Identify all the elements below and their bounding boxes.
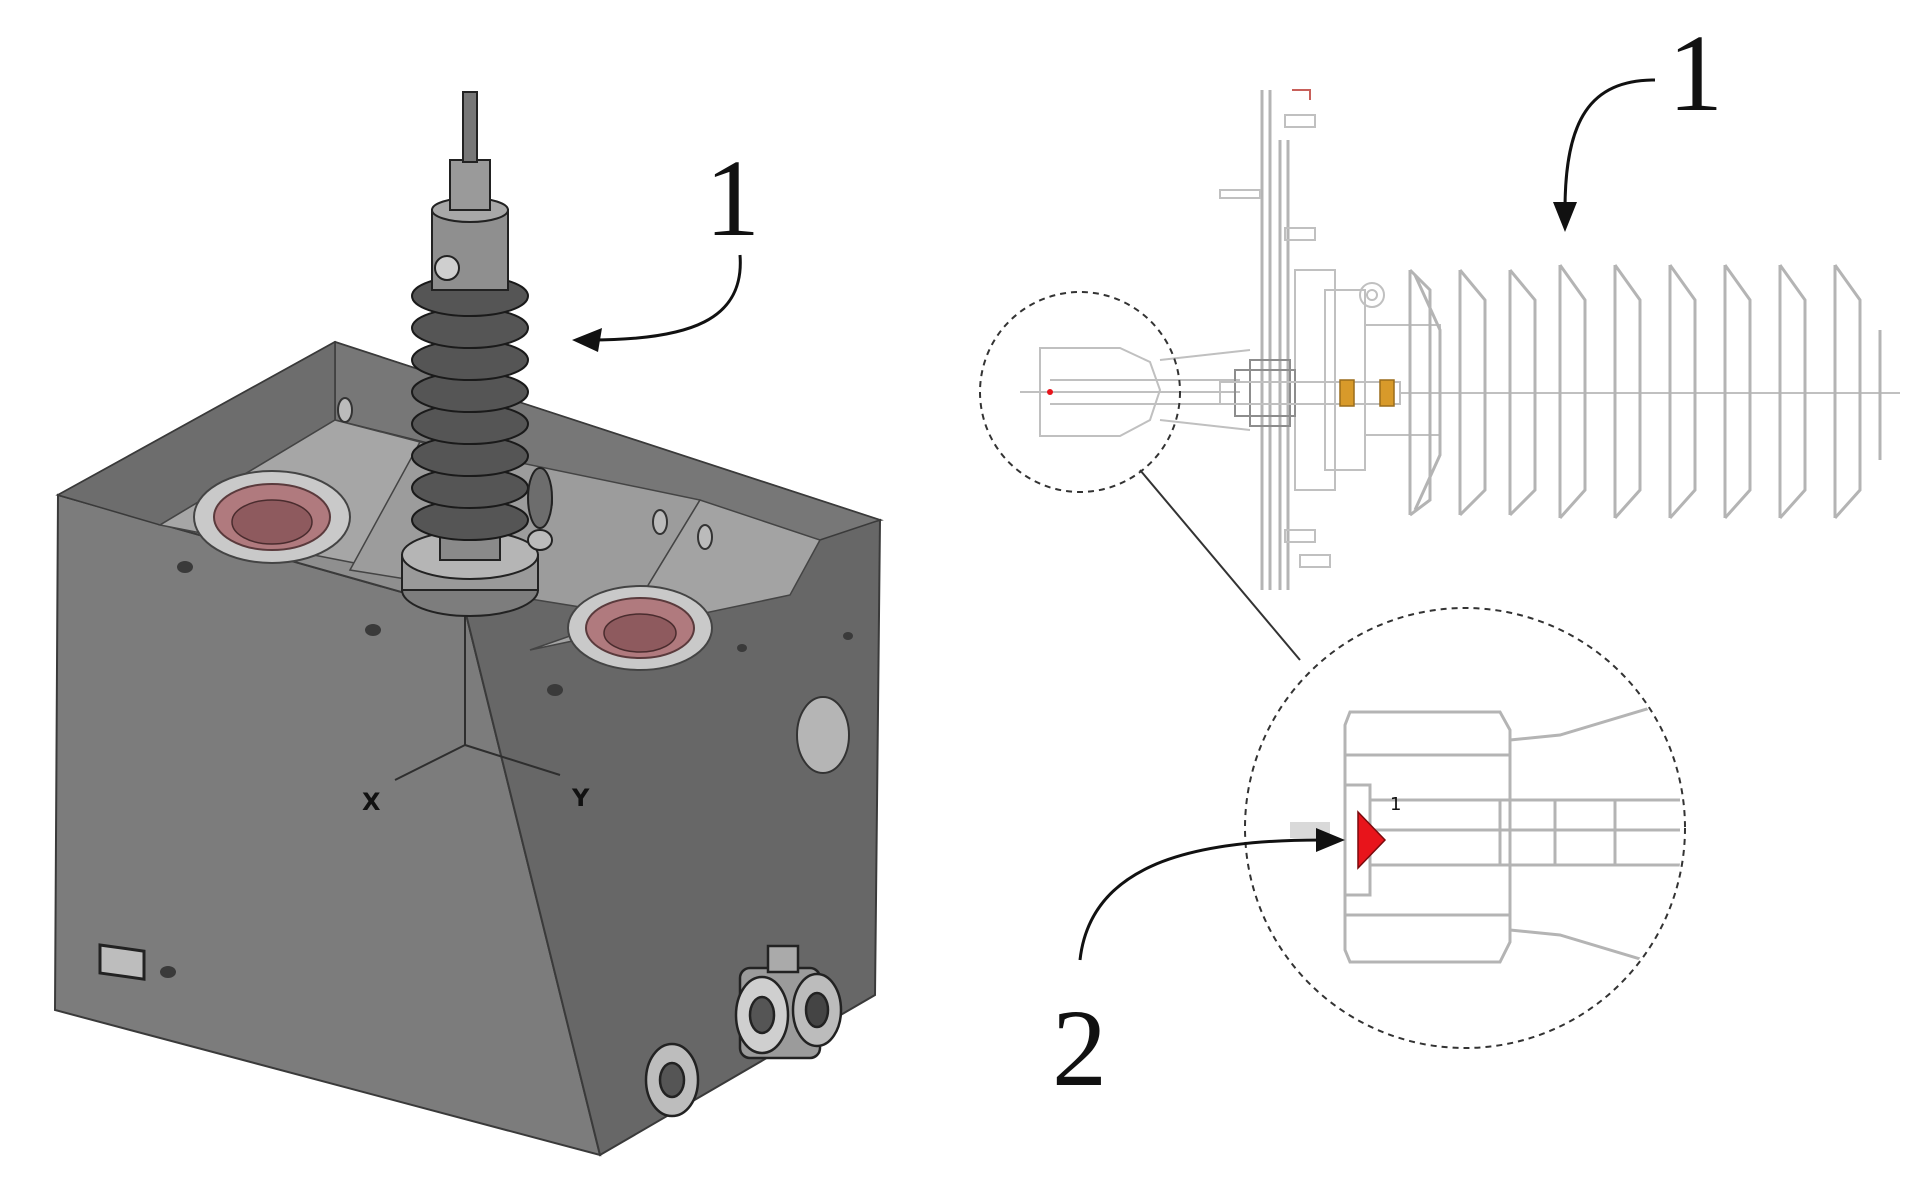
detail-circle-small xyxy=(979,291,1181,493)
bushing-center xyxy=(1219,282,1401,427)
sensor-housing xyxy=(1020,347,1251,437)
sample-valve xyxy=(644,1042,700,1118)
callout-arrowhead-right-1 xyxy=(1553,202,1577,232)
sensor-tag-label: 1 xyxy=(1390,794,1401,815)
nameplate xyxy=(98,943,146,981)
flange-right xyxy=(567,585,713,671)
callout-label-bushing: 1 xyxy=(705,137,760,259)
callout-arrow-left xyxy=(589,254,742,342)
sensor-dot-small xyxy=(1047,389,1053,395)
drain-valve xyxy=(734,944,843,1060)
cad-section-view: 1 1 2 xyxy=(979,12,1900,1109)
callout-label-insulator: 1 xyxy=(1668,12,1723,134)
mounting-frame xyxy=(1219,89,1441,590)
callout-arrowhead-2 xyxy=(1316,828,1345,852)
sensor-marker xyxy=(1357,810,1387,870)
tank-3d-view: X Y xyxy=(53,91,884,1157)
insulator-sheds xyxy=(1400,264,1900,519)
magnified-detail: 1 xyxy=(1290,703,1680,967)
axis-x-label: X xyxy=(362,788,381,816)
axis-y-label: Y xyxy=(571,784,590,812)
tank-bolts xyxy=(160,561,853,978)
callout-arrow-right-1 xyxy=(1563,78,1656,211)
bushing-insulator xyxy=(401,91,553,617)
axis-y-line xyxy=(464,744,561,776)
axis-x-line xyxy=(394,744,466,781)
side-port xyxy=(796,696,850,774)
callout-label-sensor: 2 xyxy=(1052,987,1107,1109)
callout-arrowhead-left xyxy=(572,328,602,352)
detail-circle-large xyxy=(1244,607,1686,1049)
detail-leader xyxy=(1139,469,1301,661)
callout-arrow-2 xyxy=(1078,838,1321,961)
flange-left xyxy=(193,470,351,564)
